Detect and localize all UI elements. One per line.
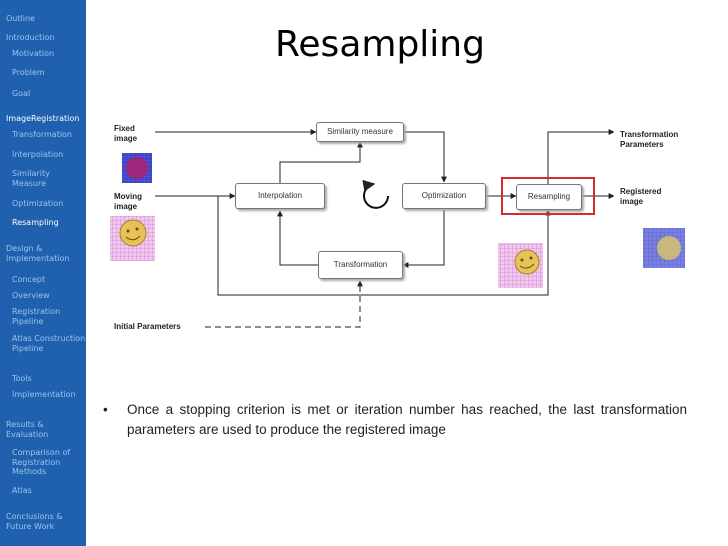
fixed-image-thumbnail <box>122 153 152 183</box>
bullet-text: Once a stopping criterion is met or iter… <box>127 402 687 437</box>
sidebar-item[interactable]: ImageRegistration <box>6 114 80 123</box>
moving-image-thumbnail <box>110 216 155 261</box>
iteration-loop-icon <box>362 179 389 209</box>
sidebar-item[interactable]: Interpolation <box>12 150 64 159</box>
resampled-image-thumbnail <box>498 243 543 288</box>
resampling-highlight <box>501 177 595 215</box>
interpolation-box: Interpolation <box>235 183 325 209</box>
sidebar-item[interactable]: Atlas <box>12 486 32 495</box>
sidebar-item[interactable]: Optimization <box>12 199 64 208</box>
sidebar-item[interactable]: Comparison of Registration Methods <box>12 448 71 476</box>
sidebar-item[interactable]: Concept <box>12 275 46 284</box>
sidebar-item[interactable]: Implementation <box>12 390 76 399</box>
sidebar-item[interactable]: Atlas Construction Pipeline <box>12 334 86 353</box>
registered-image-thumbnail <box>643 228 685 268</box>
sidebar-item[interactable]: Registration Pipeline <box>12 307 61 326</box>
sidebar-item[interactable]: Design & Implementation <box>6 244 70 263</box>
sidebar-item[interactable]: Introduction <box>6 33 55 42</box>
registered-image-label: Registered image <box>620 187 662 206</box>
sidebar-item[interactable]: Similarity Measure <box>12 169 50 188</box>
sidebar-item[interactable]: Goal <box>12 89 31 98</box>
sidebar-item[interactable]: Overview <box>12 291 50 300</box>
bullet-icon: • <box>103 402 108 417</box>
transformation-box: Transformation <box>318 251 403 279</box>
initial-parameters-label: Initial Parameters <box>114 322 181 331</box>
similarity-measure-box: Similarity measure <box>316 122 404 142</box>
sidebar-item[interactable]: Tools <box>12 374 32 383</box>
sidebar-item[interactable]: Outline <box>6 14 35 23</box>
optimization-box: Optimization <box>402 183 486 209</box>
transformation-parameters-label: Transformation Parameters <box>620 130 679 149</box>
sidebar-item[interactable]: Transformation <box>12 130 73 139</box>
moving-image-label: Moving image <box>114 192 142 211</box>
sidebar-item[interactable]: Problem <box>12 68 45 77</box>
sidebar-item[interactable]: Results & Evaluation <box>6 420 49 439</box>
fixed-image-label: Fixed image <box>114 124 138 143</box>
slide-title: Resampling <box>275 24 485 65</box>
diagram-connectors <box>155 129 615 328</box>
resampling-box: Resampling <box>516 184 582 210</box>
sidebar-item[interactable]: Resampling <box>12 218 59 227</box>
sidebar-item[interactable]: Conclusions & Future Work <box>6 512 63 531</box>
sidebar-item[interactable]: Motivation <box>12 49 55 58</box>
